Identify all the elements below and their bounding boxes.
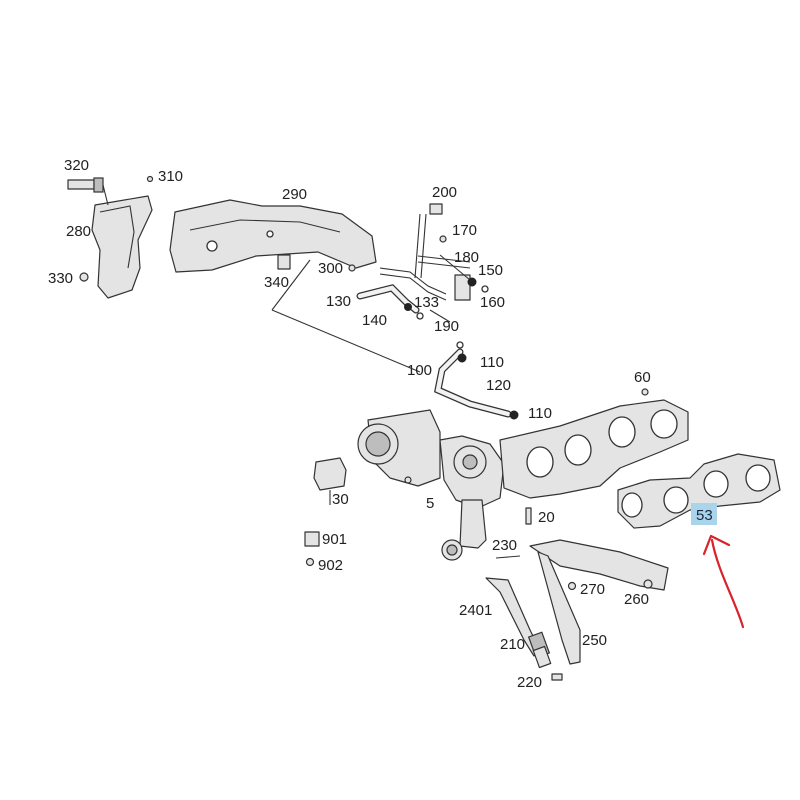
callout-320: 320 [64,157,89,174]
callout-200: 200 [432,184,457,201]
heat-shield-large [169,199,377,273]
callout-310: 310 [158,168,183,185]
exhaust-manifold [499,388,689,499]
callout-270: 270 [580,581,605,598]
callout-110-lower: 110 [528,405,552,422]
callout-300: 300 [318,260,343,277]
callout-250: 250 [582,632,607,649]
callout-260: 260 [624,591,649,608]
callout-210: 210 [500,636,525,653]
callout-20: 20 [538,509,555,526]
callout-133: 133 [414,294,439,311]
callout-902: 902 [318,557,343,574]
highlight-box [691,503,717,525]
turbocharger [357,409,505,561]
callout-120: 120 [486,377,511,394]
red-arrow-annotation [702,534,745,629]
callout-340: 340 [264,274,289,291]
oil-drain-pipe [485,577,563,681]
oil-line-bracket [379,203,489,301]
guide-line [271,309,421,373]
callout-190: 190 [434,318,459,335]
callout-901: 901 [322,531,347,548]
callout-110-upper: 110 [480,354,504,371]
support-brackets [495,539,669,665]
callout-130: 130 [326,293,351,310]
callout-100: 100 [407,362,432,379]
highlight-text: 53 [696,507,713,524]
actuator [304,457,347,567]
callout-220: 220 [517,674,542,691]
callout-5: 5 [426,495,434,512]
callout-30: 30 [332,491,349,508]
callout-290: 290 [282,186,307,203]
callout-180: 180 [454,249,479,266]
callout-2401: 2401 [459,602,492,619]
highlighted-part-label[interactable]: 53 [691,503,717,525]
callout-280: 280 [66,223,91,240]
oil-feed-pipe [356,284,451,323]
stud [525,507,532,525]
callout-labels: 320 310 290 280 330 200 170 180 150 300 … [48,157,651,691]
callout-60: 60 [634,369,651,386]
callout-170: 170 [452,222,477,239]
manifold-gasket [617,453,781,529]
oil-return-hose [434,341,519,420]
callout-230: 230 [492,537,517,554]
callout-150: 150 [478,262,503,279]
guide-line-2 [271,259,311,311]
callout-140: 140 [362,312,387,329]
heat-shield-small [67,175,154,299]
callout-160: 160 [480,294,505,311]
callout-330: 330 [48,270,73,287]
